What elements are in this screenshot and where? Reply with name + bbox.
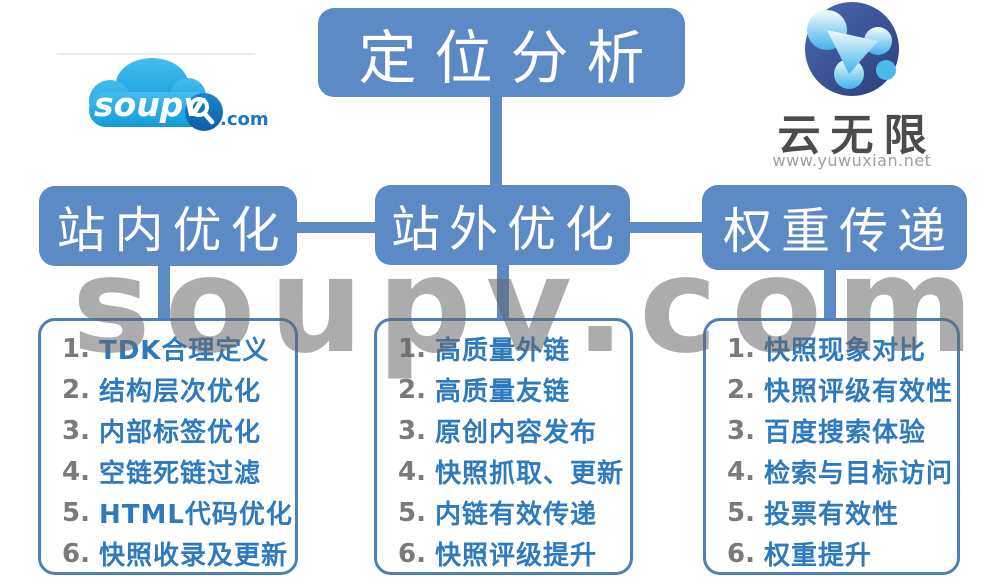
- item-text: 结构层次优化: [98, 377, 261, 407]
- branch-node-onsite-optimization: 站内优化: [39, 186, 297, 266]
- list-item: 6. 权重提升: [706, 533, 957, 574]
- list-item: 3. 百度搜索体验: [706, 410, 957, 451]
- branch-label: 站外优化: [390, 200, 623, 258]
- yunwuxian-brand-text: 云无限: [777, 111, 937, 161]
- item-number: 2.: [398, 374, 426, 405]
- item-number: 3.: [62, 415, 90, 446]
- list-item: 5. HTML代码优化: [41, 492, 295, 533]
- item-text: HTML代码优化: [98, 500, 293, 530]
- item-number: 5.: [398, 497, 426, 528]
- list-item: 5. 投票有效性: [706, 492, 957, 533]
- item-text: 检索与目标访问: [763, 459, 953, 489]
- list-box-weight: 1. 快照现象对比 2. 快照评级有效性 3. 百度搜索体验 4. 检索与目标访…: [703, 318, 960, 575]
- item-text: 快照抓取、更新: [434, 459, 624, 489]
- connector-root-vertical: [490, 96, 502, 187]
- item-number: 2.: [62, 374, 90, 405]
- list-item: 3. 内部标签优化: [41, 410, 295, 451]
- connector-horizontal-right: [628, 222, 704, 233]
- item-number: 6.: [62, 538, 90, 569]
- soupv-cloud-logo: soupv .com: [89, 58, 268, 131]
- item-text: 百度搜索体验: [763, 418, 926, 448]
- item-number: 6.: [727, 538, 755, 569]
- list-item: 4. 快照抓取、更新: [377, 451, 630, 492]
- item-text: 高质量友链: [434, 377, 570, 407]
- magnifier-glass-icon: [189, 97, 209, 117]
- list-item: 6. 快照评级提升: [377, 533, 630, 574]
- yunwuxian-brand-name: 云无限: [768, 101, 936, 163]
- item-number: 5.: [62, 497, 90, 528]
- magnifier-handle-icon: [202, 111, 215, 125]
- connector-vertical-offsite: [497, 262, 509, 320]
- soupv-logo-word: soupv: [94, 85, 206, 124]
- logo-y-blob-icon: [807, 10, 892, 89]
- item-number: 5.: [727, 497, 755, 528]
- logo-dot: [876, 60, 896, 80]
- item-text: 权重提升: [763, 541, 872, 571]
- item-number: 6.: [398, 538, 426, 569]
- logo-divider-line: [57, 53, 255, 55]
- item-number: 3.: [727, 415, 755, 446]
- list-item: 4. 空链死链过滤: [41, 451, 295, 492]
- list-box-onsite: 1. TDK合理定义 2. 结构层次优化 3. 内部标签优化 4. 空链死链过滤…: [38, 318, 298, 575]
- branch-node-offsite-optimization: 站外优化: [375, 185, 630, 265]
- list-item: 2. 结构层次优化: [41, 369, 295, 410]
- item-text: 快照评级有效性: [763, 377, 953, 407]
- soupv-logo-tld: .com: [220, 109, 268, 130]
- branch-label: 权重传递: [722, 203, 955, 260]
- yunwuxian-site-url: www.yuwuxian.net: [772, 151, 932, 170]
- item-text: 内部标签优化: [98, 418, 261, 448]
- item-text: 投票有效性: [763, 500, 899, 530]
- list-item: 6. 快照收录及更新: [41, 533, 295, 574]
- connector-horizontal-left: [294, 222, 377, 233]
- list-item: 2. 快照评级有效性: [706, 369, 957, 410]
- item-number: 4.: [398, 456, 426, 487]
- yunwuxian-logo: [805, 2, 899, 96]
- list-box-offsite: 1. 高质量外链 2. 高质量友链 3. 原创内容发布 4. 快照抓取、更新 5…: [374, 318, 633, 575]
- list-item: 5. 内链有效传递: [377, 492, 630, 533]
- list-item: 1. 快照现象对比: [706, 328, 957, 369]
- item-text: 高质量外链: [434, 336, 570, 366]
- root-node-positioning-analysis: 定位分析: [318, 8, 685, 97]
- item-number: 1.: [727, 333, 755, 364]
- list-item: 1. 高质量外链: [377, 328, 630, 369]
- item-text: 空链死链过滤: [98, 459, 261, 489]
- connector-vertical-weight: [824, 267, 836, 320]
- item-number: 4.: [62, 456, 90, 487]
- item-number: 2.: [727, 374, 755, 405]
- branch-label: 站内优化: [56, 201, 289, 259]
- list-item: 4. 检索与目标访问: [706, 451, 957, 492]
- connector-vertical-onsite: [158, 263, 170, 320]
- item-text: 原创内容发布: [434, 418, 597, 448]
- item-number: 1.: [62, 333, 90, 364]
- list-item: 3. 原创内容发布: [377, 410, 630, 451]
- item-number: 1.: [398, 333, 426, 364]
- root-node-label: 定位分析: [358, 23, 663, 92]
- list-item: 2. 高质量友链: [377, 369, 630, 410]
- item-text: 快照现象对比: [763, 336, 926, 366]
- item-text: 快照评级提升: [434, 541, 597, 571]
- item-text: TDK合理定义: [98, 336, 270, 366]
- item-text: 内链有效传递: [434, 500, 597, 530]
- item-text: 快照收录及更新: [98, 541, 288, 571]
- list-item: 1. TDK合理定义: [41, 328, 295, 369]
- branch-node-weight-transfer: 权重传递: [702, 185, 967, 270]
- item-number: 3.: [398, 415, 426, 446]
- item-number: 4.: [727, 456, 755, 487]
